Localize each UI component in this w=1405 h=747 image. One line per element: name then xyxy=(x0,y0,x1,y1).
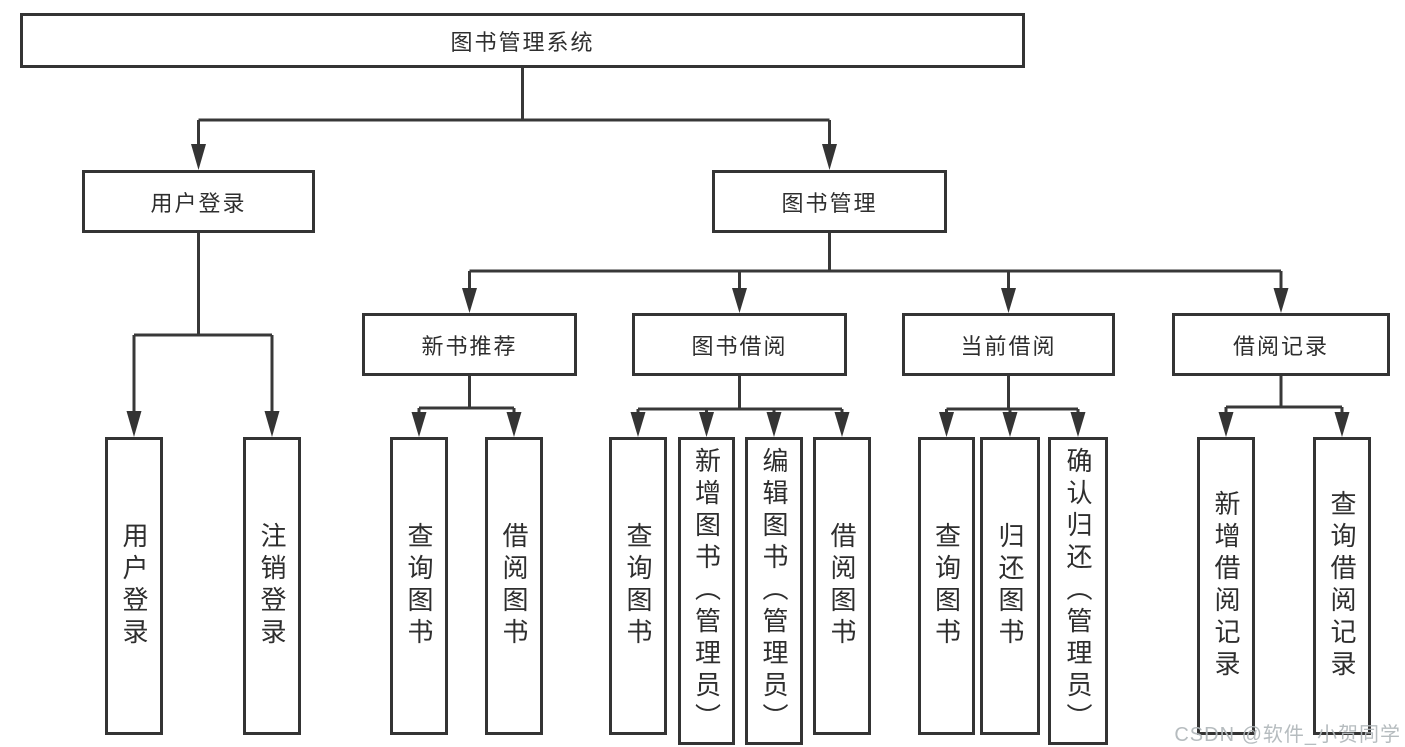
leaf-return-books: 归还图书 xyxy=(980,437,1040,735)
leaf-user-login: 用户登录 xyxy=(105,437,163,735)
arrow-down-icon xyxy=(822,144,837,170)
arrow-down-icon xyxy=(1334,412,1350,437)
arrow-down-icon xyxy=(1273,288,1289,313)
arrow-down-icon xyxy=(191,144,206,170)
arrow-down-icon xyxy=(766,412,782,437)
arrow-down-icon xyxy=(506,412,522,437)
leaf-recommend-query-books: 查询图书 xyxy=(390,437,448,735)
arrow-down-icon xyxy=(1001,288,1016,313)
leaf-borrowing-query-books: 查询图书 xyxy=(609,437,667,735)
arrow-down-icon xyxy=(939,412,954,437)
arrow-down-icon xyxy=(732,288,747,313)
arrow-down-icon xyxy=(462,288,477,313)
leaf-edit-books-admin: 编辑图书（管理员） xyxy=(745,437,803,745)
node-current-borrowing: 当前借阅 xyxy=(902,313,1115,376)
node-user-login: 用户登录 xyxy=(82,170,315,233)
arrow-down-icon xyxy=(1002,412,1018,437)
node-book-borrowing: 图书借阅 xyxy=(632,313,847,376)
node-book-management: 图书管理 xyxy=(712,170,947,233)
arrow-down-icon xyxy=(834,412,850,437)
leaf-add-books-admin: 新增图书（管理员） xyxy=(678,437,735,745)
watermark: CSDN @软件_小贺同学 xyxy=(1174,724,1401,746)
leaf-current-query-books: 查询图书 xyxy=(918,437,975,735)
node-new-book-recommend: 新书推荐 xyxy=(362,313,577,376)
arrowheads xyxy=(126,144,1350,437)
leaf-recommend-borrow-books: 借阅图书 xyxy=(485,437,543,735)
arrow-down-icon xyxy=(699,412,714,437)
leaf-query-borrow-record: 查询借阅记录 xyxy=(1313,437,1371,735)
arrow-down-icon xyxy=(411,412,427,437)
arrow-down-icon xyxy=(126,411,142,437)
arrow-down-icon xyxy=(630,412,646,437)
arrow-down-icon xyxy=(1070,412,1086,437)
arrow-down-icon xyxy=(264,411,280,437)
arrow-down-icon xyxy=(1218,412,1234,437)
node-borrow-records: 借阅记录 xyxy=(1172,313,1390,376)
leaf-add-borrow-record: 新增借阅记录 xyxy=(1197,437,1255,735)
leaf-borrowing-borrow-books: 借阅图书 xyxy=(813,437,871,735)
leaf-confirm-return-admin: 确认归还（管理员） xyxy=(1048,437,1108,745)
connector-lines xyxy=(132,68,1344,418)
leaf-logout: 注销登录 xyxy=(243,437,301,735)
node-root: 图书管理系统 xyxy=(20,13,1025,68)
